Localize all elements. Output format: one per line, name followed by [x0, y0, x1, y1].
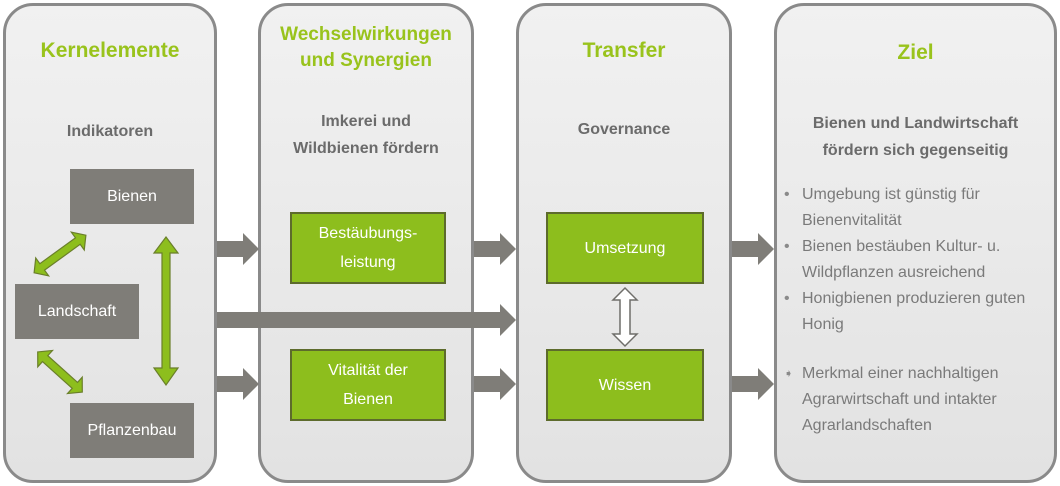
- bullet-text: Merkmal einer nachhaltigen Agrarwirtscha…: [802, 365, 999, 434]
- panel-title: Transfer: [582, 39, 666, 62]
- bullet-dot-icon: •: [784, 290, 790, 307]
- bullet-arrow-icon: ➧: [784, 368, 794, 380]
- bullet-dot-icon: •: [784, 186, 790, 203]
- arrow-right-icon: [732, 368, 774, 400]
- panel-title: Wechselwirkungen und Synergien: [280, 24, 452, 71]
- box-vitalitaet-der-bienen: Vitalität der Bienen: [290, 349, 446, 421]
- bullet-dot-icon: •: [784, 238, 790, 255]
- panel-subtitle: Governance: [577, 121, 671, 138]
- bullet-item: • Bienen bestäuben Kultur- u. Wildpflanz…: [782, 234, 1050, 286]
- arrow-long-right-icon: [217, 304, 516, 336]
- panel-subtitle: Indikatoren: [66, 123, 154, 140]
- double-arrow-landschaft-pflanzenbau-icon: [37, 349, 83, 395]
- bullet-item: • Honigbienen produzieren guten Honig: [782, 286, 1050, 338]
- double-arrow-umsetzung-wissen-icon: [611, 286, 639, 348]
- goal-bullet-list: • Umgebung ist günstig für Bienenvitalit…: [782, 182, 1050, 439]
- bullet-text: Honigbienen produzieren guten Honig: [802, 290, 1026, 333]
- bullet-item: ➧ Merkmal einer nachhaltigen Agrarwirtsc…: [782, 361, 1050, 439]
- bullet-item: • Umgebung ist günstig für Bienenvitalit…: [782, 182, 1050, 234]
- arrow-right-icon: [732, 233, 774, 265]
- box-bestaeubungsleistung: Bestäubungs- leistung: [290, 212, 446, 284]
- bullet-text: Umgebung ist günstig für Bienenvitalität: [802, 186, 980, 229]
- double-arrow-bienen-landschaft-icon: [33, 231, 87, 277]
- box-wissen: Wissen: [546, 349, 704, 421]
- box-bienen: Bienen: [70, 169, 194, 224]
- panel-title: Ziel: [897, 41, 934, 64]
- panel-subtitle: Bienen und Landwirtschaft fördern sich g…: [812, 115, 1019, 159]
- bullet-text: Bienen bestäuben Kultur- u. Wildpflanzen…: [802, 238, 1001, 281]
- box-pflanzenbau: Pflanzenbau: [70, 403, 194, 458]
- box-landschaft: Landschaft: [15, 284, 139, 339]
- panel-subtitle: Imkerei und Wildbienen fördern: [293, 113, 439, 157]
- arrow-right-icon: [474, 368, 516, 400]
- arrow-right-icon: [217, 233, 259, 265]
- box-umsetzung: Umsetzung: [546, 212, 704, 284]
- arrow-right-icon: [217, 368, 259, 400]
- arrow-right-icon: [474, 233, 516, 265]
- panel-ziel: Ziel Bienen und Landwirtschaft fördern s…: [774, 3, 1057, 483]
- double-arrow-bienen-pflanzenbau-icon: [152, 236, 180, 387]
- panel-title: Kernelemente: [40, 39, 180, 62]
